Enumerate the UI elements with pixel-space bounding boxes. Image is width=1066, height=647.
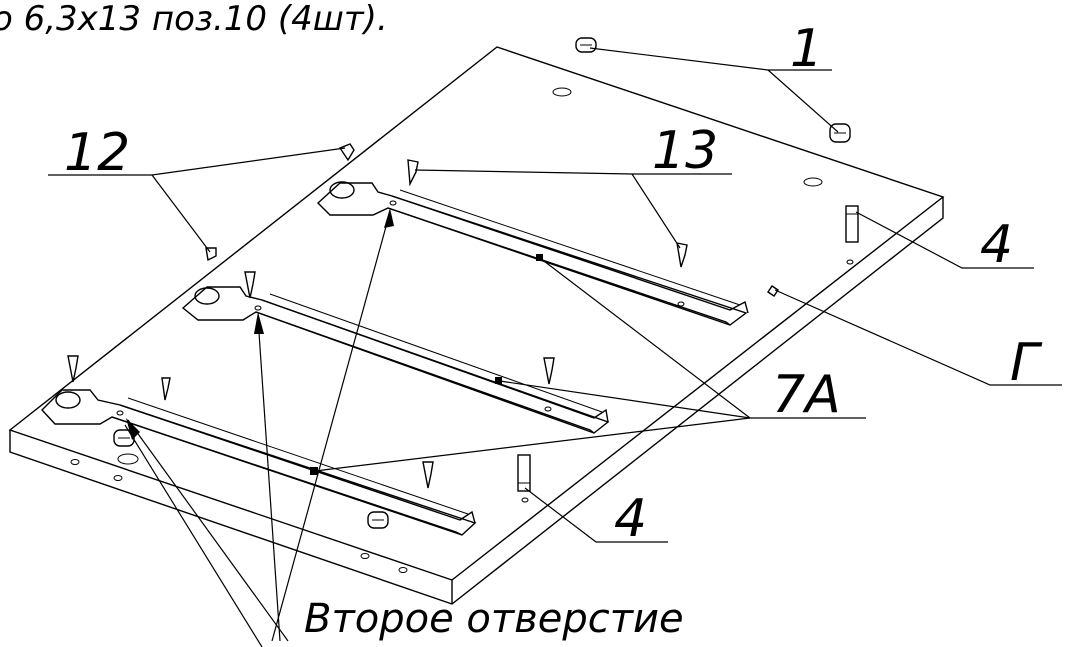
- dowel: [845, 205, 859, 243]
- top-hole: [846, 259, 854, 265]
- dowel: [517, 454, 531, 492]
- cam-fitting: [367, 511, 389, 529]
- caption-second-hole: Второе отверстие: [304, 596, 684, 642]
- header-text: о 6,3х13 поз.10 (4шт).: [0, 0, 388, 39]
- callout-4-bottom: 4: [614, 489, 647, 549]
- rail-top: [316, 181, 749, 326]
- leaders: [48, 47, 1062, 647]
- callout-1: 1: [790, 19, 823, 79]
- callout-12: 12: [64, 123, 130, 183]
- rail-fasteners: [310, 254, 543, 475]
- top-hole: [552, 87, 572, 97]
- callout-4-top: 4: [980, 215, 1013, 275]
- top-hole: [521, 497, 529, 503]
- rail-bottom: [41, 389, 477, 536]
- cam-fitting: [575, 37, 597, 53]
- rail-middle: [181, 286, 610, 434]
- callout-13: 13: [652, 121, 718, 181]
- screws: [67, 143, 779, 489]
- edge-holes: [70, 459, 408, 573]
- cam-fitting: [829, 123, 851, 143]
- board-panel: [8, 46, 945, 605]
- callout-7a: 7А: [772, 365, 841, 425]
- top-hole: [117, 453, 139, 465]
- callout-g: Г: [1010, 333, 1043, 393]
- top-hole: [803, 177, 823, 187]
